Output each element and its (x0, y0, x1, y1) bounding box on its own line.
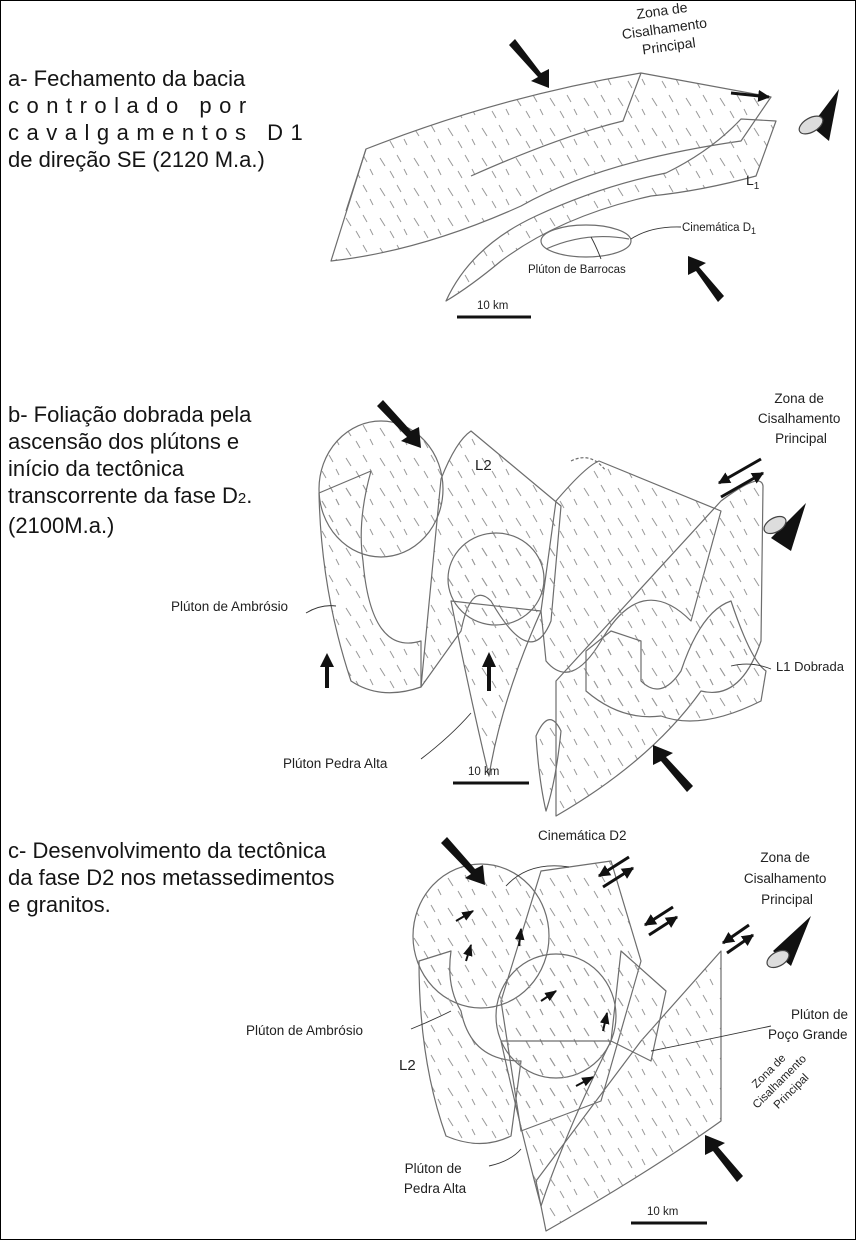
panel-a-scale-label: 10 km (477, 300, 508, 312)
panel-b-zone-label-line-3: Principal (775, 431, 827, 446)
panel-b-zone-label-line-2: Cisalhamento (758, 411, 841, 426)
panel-a-wedge-arrow (811, 89, 839, 141)
panel-b-pedra-alta-cone (451, 601, 541, 776)
panel-c-pocogrande-label-line-2: Poço Grande (768, 1027, 848, 1042)
panel-b-pedra-alta-label: Plúton Pedra Alta (283, 756, 388, 771)
panel-b-pedra-alta-leader (421, 713, 471, 759)
panel-b-compression-arrow-se (653, 745, 693, 792)
panel-c-zone-label: Zona de Cisalhamento Principal (744, 850, 830, 907)
panel-b-zone-label-line-1: Zona de (774, 391, 824, 406)
panel-c-zone-rotated-label: Zona de Cisalhamento Principal (740, 1040, 822, 1122)
panel-b-ascent-arrow-left (320, 653, 334, 688)
panel-b-zone-label: Zona de Cisalhamento Principal (758, 391, 844, 446)
panel-a-barrocas-pluton (541, 225, 631, 257)
panel-a-lineation-label: L1 (746, 172, 760, 192)
panel-a-kinematics-text: Cinemática D (682, 222, 751, 234)
panel-b-scale-label: 10 km (468, 766, 499, 778)
panel-b-l1-folded-label: L1 Dobrada (776, 659, 845, 674)
panel-a-compression-arrow-nw (509, 39, 549, 88)
panel-c-scale-label: 10 km (647, 1206, 678, 1218)
panel-c-compression-arrow-se (705, 1135, 743, 1182)
panel-a-pluton-label: Plúton de Barrocas (528, 264, 626, 276)
panel-a-lineation-subscript: 1 (754, 181, 760, 192)
panel-c-pedra-alta-label: Plúton de Pedra Alta (404, 1161, 467, 1196)
panel-a-lineation-letter: L (746, 172, 754, 188)
panel-a-compression-arrow-se (688, 256, 724, 302)
panel-a-pluton-outline (546, 237, 629, 249)
panel-b-ambrosio-label: Plúton de Ambrósio (171, 599, 288, 614)
panel-a-kinematics-subscript: 1 (751, 226, 756, 236)
panel-c-lineation-label: L2 (399, 1057, 416, 1074)
panel-a-kinematics-leader (631, 227, 681, 239)
panel-a-pluton-leader (591, 237, 601, 259)
panel-c-ambrosio-label: Plúton de Ambrósio (246, 1023, 363, 1038)
panel-c-pedra-alta-label-line-2: Pedra Alta (404, 1181, 467, 1196)
panel-c-zone-label-line-2: Cisalhamento (744, 871, 827, 886)
panel-c-zone-label-line-3: Principal (761, 892, 813, 907)
panel-a-zone-label: Zona de Cisalhamento Principal (618, 1, 714, 60)
panel-c-zone-label-line-1: Zona de (760, 850, 810, 865)
panel-b-lineation-label: L2 (475, 457, 492, 474)
panel-a-kinematics-label: Cinemática D1 (682, 222, 756, 236)
panel-c-pedra-alta-label-line-1: Plúton de (405, 1161, 462, 1176)
panel-c-kinematics-label: Cinemática D2 (538, 828, 627, 843)
panel-c-pedra-alta-leader (489, 1149, 521, 1166)
panel-c-pocogrande-label-line-1: Plúton de (791, 1007, 848, 1022)
panel-c-pocogrande-label: Plúton de Poço Grande (768, 1007, 852, 1042)
